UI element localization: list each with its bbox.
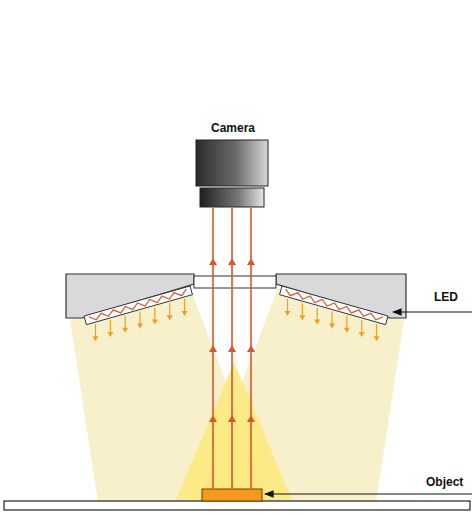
light-ray-head xyxy=(314,319,320,324)
ray-arrowhead xyxy=(228,258,236,265)
camera-body xyxy=(196,140,268,186)
light-ray xyxy=(376,324,377,338)
leader-line xyxy=(265,493,472,494)
light-ray xyxy=(110,320,111,334)
light-ray xyxy=(184,299,185,313)
reflection-cone xyxy=(176,362,292,500)
light-ray xyxy=(317,307,318,321)
light-ray-head xyxy=(329,324,335,329)
camera-lens xyxy=(200,188,264,207)
light-ray-head xyxy=(182,311,188,316)
light-zigzag xyxy=(286,289,384,320)
ray-arrowhead xyxy=(209,345,217,352)
light-ray xyxy=(361,320,362,334)
light-ray-head xyxy=(284,311,290,316)
part-label: LED xyxy=(434,290,458,304)
object-part xyxy=(202,489,262,501)
window-glass xyxy=(194,276,276,288)
ray-arrowhead xyxy=(209,258,217,265)
light-ray-head xyxy=(299,315,305,320)
ray-arrowhead xyxy=(247,258,255,265)
light-ray-head xyxy=(122,328,128,333)
light-ray-head xyxy=(137,324,143,329)
light-ray xyxy=(169,303,170,317)
ray-arrowhead xyxy=(228,345,236,352)
ray-arrowhead xyxy=(247,345,255,352)
light-ray xyxy=(154,307,155,321)
ray-arrowhead xyxy=(228,415,236,422)
leader-line xyxy=(393,311,472,312)
light-ray-head xyxy=(107,332,113,337)
part-label: Camera xyxy=(211,121,255,135)
light-zigzag xyxy=(89,289,187,320)
ray-arrowhead xyxy=(247,415,255,422)
led-strip xyxy=(280,286,388,325)
base-plate xyxy=(4,501,470,510)
light-ray-head xyxy=(374,336,380,341)
light-ray xyxy=(302,303,303,317)
light-ray xyxy=(125,316,126,330)
light-ray-head xyxy=(152,319,158,324)
light-ray xyxy=(95,324,96,338)
ray-arrowhead xyxy=(209,415,217,422)
light-ray-head xyxy=(167,315,173,320)
light-ray xyxy=(331,312,332,326)
light-ray xyxy=(346,316,347,330)
light-ray-head xyxy=(92,336,98,341)
part-label: Object xyxy=(426,475,463,489)
light-ray-head xyxy=(344,328,350,333)
led-strip xyxy=(84,286,192,325)
light-ray xyxy=(287,299,288,313)
light-ray xyxy=(139,312,140,326)
light-ray-head xyxy=(359,332,365,337)
